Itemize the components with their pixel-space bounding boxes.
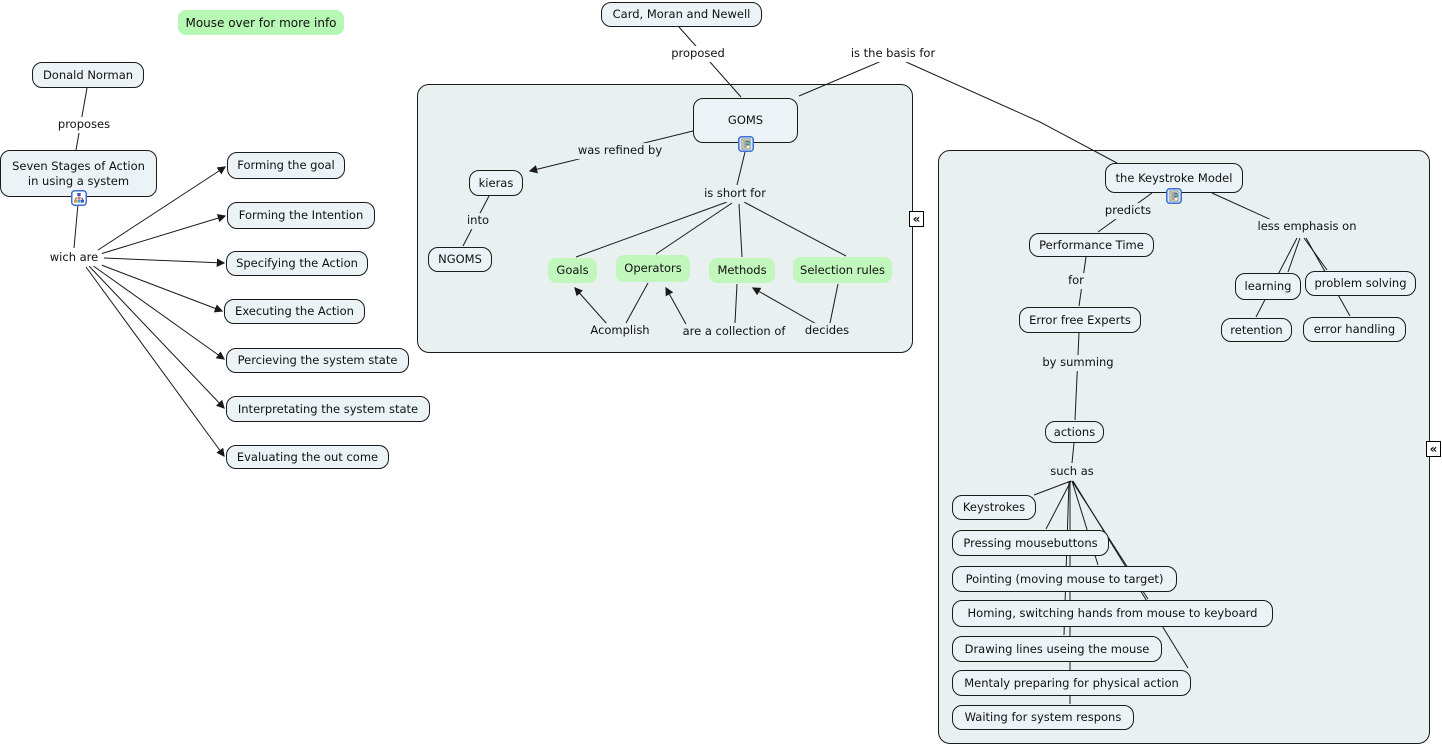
link-decides[interactable]: decides — [800, 323, 854, 339]
document-resource-icon[interactable] — [1166, 188, 1182, 204]
document-resource-icon[interactable] — [738, 136, 754, 152]
link-proposed[interactable]: proposed — [667, 46, 729, 62]
concept-operators[interactable]: Operators — [616, 255, 690, 282]
link-less-emphasis-on[interactable]: less emphasis on — [1253, 219, 1361, 235]
concept-donald-norman[interactable]: Donald Norman — [32, 62, 144, 88]
concept-mentally-preparing[interactable]: Mentaly preparing for physical action — [952, 670, 1191, 696]
concept-learning[interactable]: learning — [1235, 273, 1301, 300]
concept-forming-goal[interactable]: Forming the goal — [227, 152, 345, 179]
concept-selection-rules[interactable]: Selection rules — [793, 257, 892, 283]
concept-pressing-mousebuttons[interactable]: Pressing mousebuttons — [952, 530, 1109, 556]
concept-seven-stages[interactable]: Seven Stages of Action in using a system — [0, 150, 157, 197]
concept-evaluating-outcome[interactable]: Evaluating the out come — [226, 445, 389, 469]
link-proposes[interactable]: proposes — [53, 117, 115, 133]
concept-waiting-response[interactable]: Waiting for system respons — [952, 705, 1134, 730]
link-such-as[interactable]: such as — [1046, 464, 1098, 480]
concept-perceiving-state[interactable]: Percieving the system state — [226, 348, 409, 373]
concept-interpreting-state[interactable]: Interpretating the system state — [226, 396, 430, 422]
concept-kieras[interactable]: kieras — [469, 170, 523, 196]
link-predicts[interactable]: predicts — [1100, 203, 1156, 219]
concept-ngoms[interactable]: NGOMS — [428, 247, 492, 272]
hierarchy-diagram-icon[interactable] — [71, 190, 87, 206]
concept-retention[interactable]: retention — [1221, 318, 1292, 342]
concept-forming-intention[interactable]: Forming the Intention — [227, 202, 375, 229]
concept-executing-action[interactable]: Executing the Action — [224, 299, 365, 324]
concept-problem-solving[interactable]: problem solving — [1305, 271, 1416, 296]
concept-goals[interactable]: Goals — [548, 258, 597, 283]
hint-label: Mouse over for more info — [178, 10, 344, 35]
concept-pointing[interactable]: Pointing (moving mouse to target) — [952, 566, 1177, 592]
collapse-chevron-icon[interactable]: « — [1426, 441, 1441, 457]
link-for[interactable]: for — [1064, 273, 1088, 289]
concept-keystrokes[interactable]: Keystrokes — [952, 495, 1036, 520]
concept-card-moran-newell[interactable]: Card, Moran and Newell — [601, 2, 762, 27]
concept-error-handling[interactable]: error handling — [1303, 317, 1406, 342]
goms-submap-panel — [417, 84, 913, 353]
concept-specifying-action[interactable]: Specifying the Action — [226, 251, 368, 276]
link-was-refined-by[interactable]: was refined by — [573, 143, 667, 159]
link-are-a-collection-of[interactable]: are a collection of — [678, 324, 790, 340]
link-by-summing[interactable]: by summing — [1038, 355, 1118, 371]
link-is-short-for[interactable]: is short for — [700, 186, 770, 202]
concept-methods[interactable]: Methods — [709, 258, 775, 283]
link-accomplish[interactable]: Acomplish — [586, 323, 654, 339]
concept-actions[interactable]: actions — [1045, 421, 1104, 443]
concept-homing[interactable]: Homing, switching hands from mouse to ke… — [952, 600, 1273, 627]
collapse-chevron-icon[interactable]: « — [909, 211, 924, 227]
link-into[interactable]: into — [462, 213, 494, 229]
concept-error-free-experts[interactable]: Error free Experts — [1019, 307, 1141, 333]
link-is-the-basis-for[interactable]: is the basis for — [846, 46, 940, 62]
link-which-are[interactable]: wich are — [45, 250, 103, 266]
concept-performance-time[interactable]: Performance Time — [1029, 233, 1154, 257]
concept-drawing-lines[interactable]: Drawing lines useing the mouse — [952, 636, 1162, 662]
